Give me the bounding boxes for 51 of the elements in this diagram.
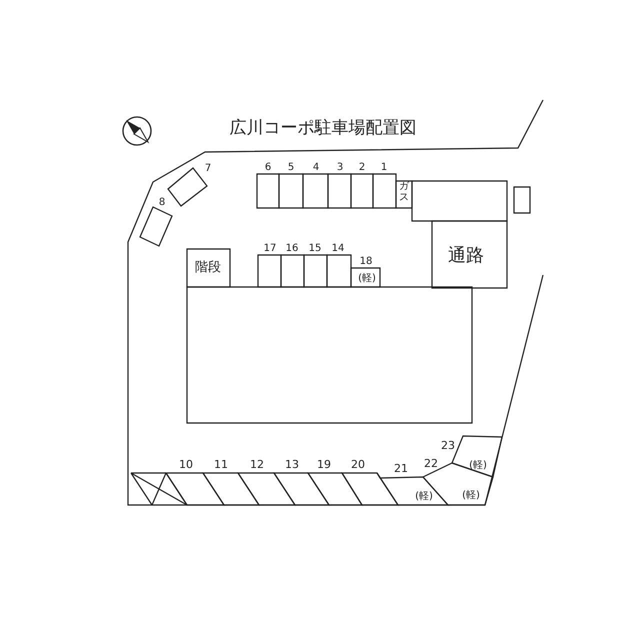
parking-space [307,457,363,506]
parking-space [302,160,329,209]
light-car-note: (軽) [468,460,488,472]
space-number: 22 [423,457,439,471]
parking-space [372,160,397,209]
space-number: 1 [380,161,388,175]
parking-space [303,241,328,288]
parking-space [257,241,282,288]
space-number: 21 [393,462,409,476]
title: 広川コーポ駐車場配置図 [228,117,418,139]
space-number: 17 [262,242,278,256]
space-number: 5 [286,161,296,175]
space-number: 7 [204,162,212,176]
area-label: 階段 [194,259,222,277]
space-number: 11 [213,458,229,472]
space-number: 19 [316,458,332,472]
parking-space [327,160,352,209]
space-number: 14 [330,242,346,256]
parking-space [350,160,374,209]
light-car-note: (軽) [461,490,481,502]
building-body [186,286,473,424]
space-number: 18 [358,256,374,268]
space-number: 2 [358,161,366,175]
light-car-note: (軽) [357,273,377,285]
parking-space [326,241,352,288]
passage-area [431,220,508,289]
area-label: 通路 [447,244,485,268]
space-number: 23 [440,439,456,453]
space-number: 16 [284,242,300,256]
light-car-note: (軽) [414,491,434,503]
parking-space [278,160,304,209]
space-number: 20 [350,458,366,472]
space-number: 13 [284,458,300,472]
space-number: 3 [336,161,344,175]
space-number: 6 [264,161,272,175]
space-number: 8 [158,196,166,210]
gas-meter-box [395,180,413,209]
parking-space [350,255,381,288]
parking-space [273,457,330,506]
space-number: 4 [312,161,320,175]
parking-space [280,241,305,288]
parking-space [139,195,173,247]
space-number: 12 [249,458,265,472]
space-number: 10 [178,458,194,472]
stairs-area [186,248,231,288]
area-label: ガス [399,181,409,203]
space-number: 15 [308,242,322,256]
parking-space [165,457,225,506]
building-block [411,180,508,222]
small-structure [513,186,531,214]
parking-space [256,160,280,209]
